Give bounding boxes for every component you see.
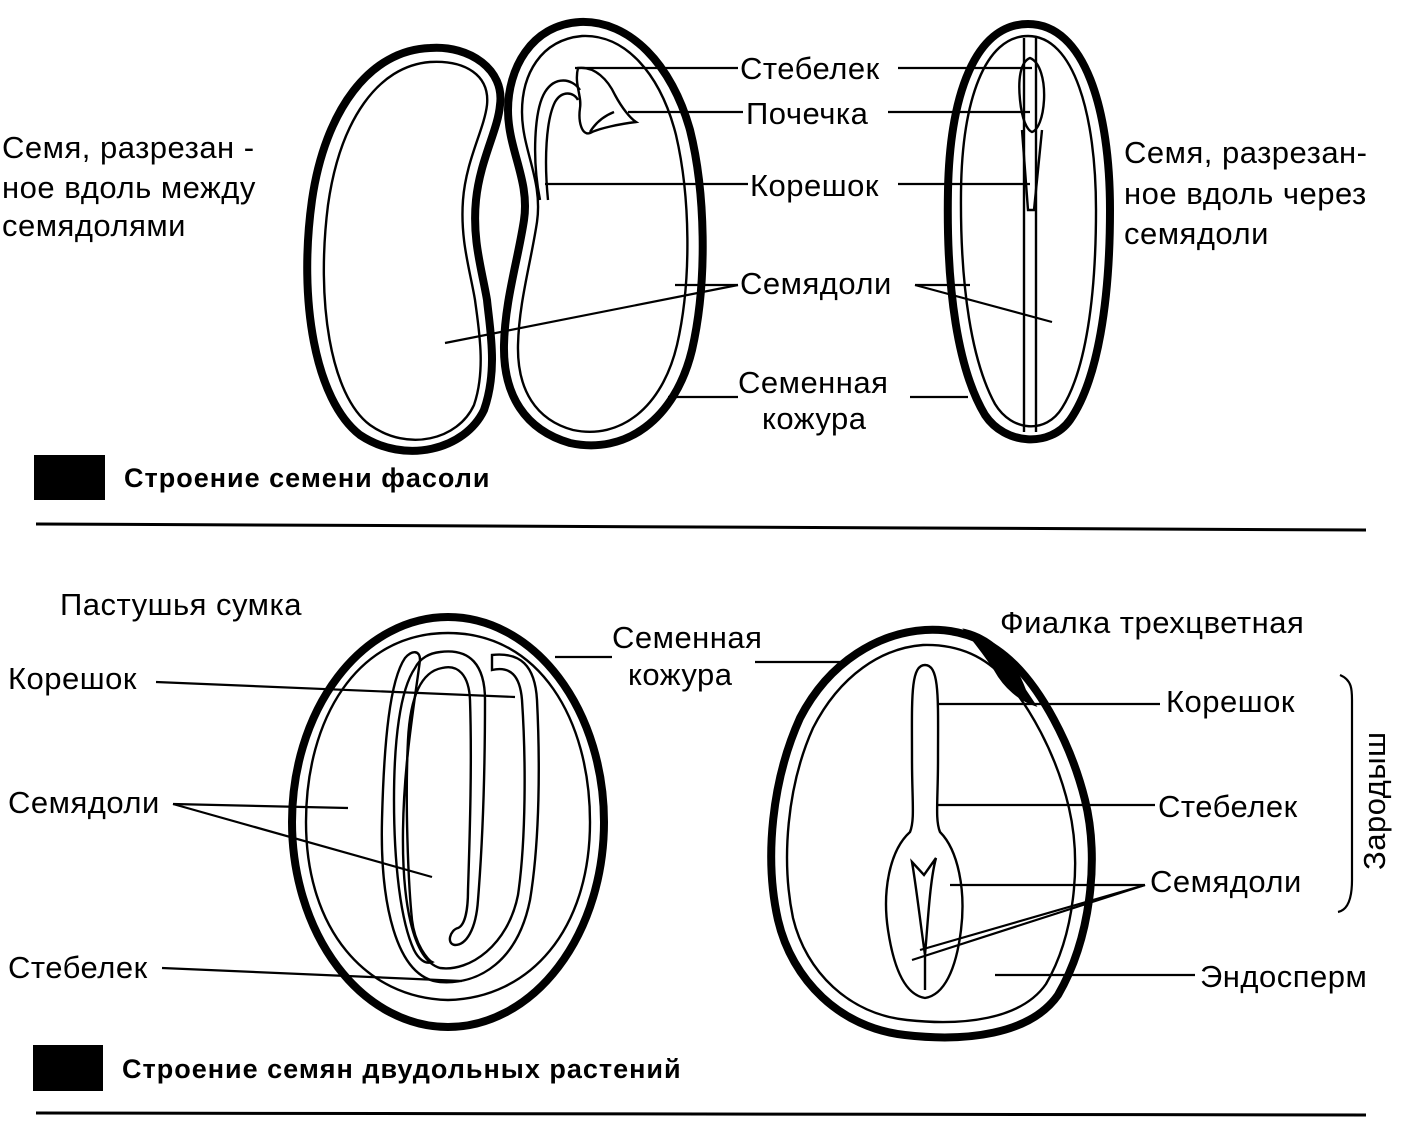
caption-dicots: Строение семян двудольных растений bbox=[122, 1054, 682, 1084]
bean-right-cotyledon bbox=[499, 17, 707, 450]
caption-marker-dicots bbox=[33, 1045, 103, 1091]
caption-bean: Строение семени фасоли bbox=[124, 463, 490, 493]
label-embryo: Зародыш bbox=[1357, 731, 1392, 870]
bean-description-right: Семя, разрезан- ное вдоль через семядоли bbox=[1124, 135, 1368, 251]
embryo-bracket bbox=[1337, 673, 1354, 914]
label-violet-endosperm: Эндосперм bbox=[1200, 959, 1367, 994]
bean-left-desc-line3: семядолями bbox=[2, 208, 186, 243]
divider-bottom bbox=[35, 1111, 1367, 1117]
bean-right-desc-line2: ное вдоль через bbox=[1124, 176, 1367, 211]
divider-top bbox=[35, 522, 1367, 532]
bean-left-desc-line1: Семя, разрезан - bbox=[2, 130, 255, 165]
label-bean-root: Корешок bbox=[750, 168, 879, 203]
label-bean-cotyledons: Семядоли bbox=[740, 266, 892, 301]
caption-marker-bean bbox=[34, 455, 105, 500]
shepherds-purse-seed bbox=[288, 613, 608, 1031]
violet-pointers bbox=[755, 660, 1354, 977]
bean-pointer-lines bbox=[444, 66, 1053, 399]
bean-right-desc-line3: семядоли bbox=[1124, 216, 1269, 251]
label-bean-stem: Стебелек bbox=[740, 51, 880, 86]
bean-right-desc-line1: Семя, разрезан- bbox=[1124, 135, 1368, 170]
bean-left-desc-line2: ное вдоль между bbox=[2, 170, 256, 205]
label-shepherd-root: Корешок bbox=[8, 661, 137, 696]
shepherds-purse-pointers bbox=[155, 655, 612, 983]
title-shepherds-purse: Пастушья сумка bbox=[60, 587, 302, 622]
label-bean-coat-line1: Семенная bbox=[738, 365, 888, 400]
bean-description-left: Семя, разрезан - ное вдоль между семядол… bbox=[2, 130, 256, 243]
label-violet-root: Корешок bbox=[1166, 684, 1295, 719]
title-violet: Фиалка трехцветная bbox=[1000, 605, 1304, 640]
label-dicot-coat-line2: кожура bbox=[628, 657, 733, 692]
label-violet-cotyledons: Семядоли bbox=[1150, 864, 1302, 899]
violet-seed bbox=[767, 625, 1096, 1042]
label-shepherd-stem: Стебелек bbox=[8, 950, 148, 985]
violet-raphe bbox=[962, 628, 1038, 707]
label-bean-bud: Почечка bbox=[746, 96, 869, 131]
label-shepherd-cotyledons: Семядоли bbox=[8, 785, 160, 820]
bean-sagittal-section bbox=[943, 19, 1115, 444]
bean-left-cotyledon bbox=[303, 43, 505, 455]
label-bean-coat-line2: кожура bbox=[762, 401, 867, 436]
label-violet-stem: Стебелек bbox=[1158, 789, 1298, 824]
label-dicot-coat-line1: Семенная bbox=[612, 620, 762, 655]
